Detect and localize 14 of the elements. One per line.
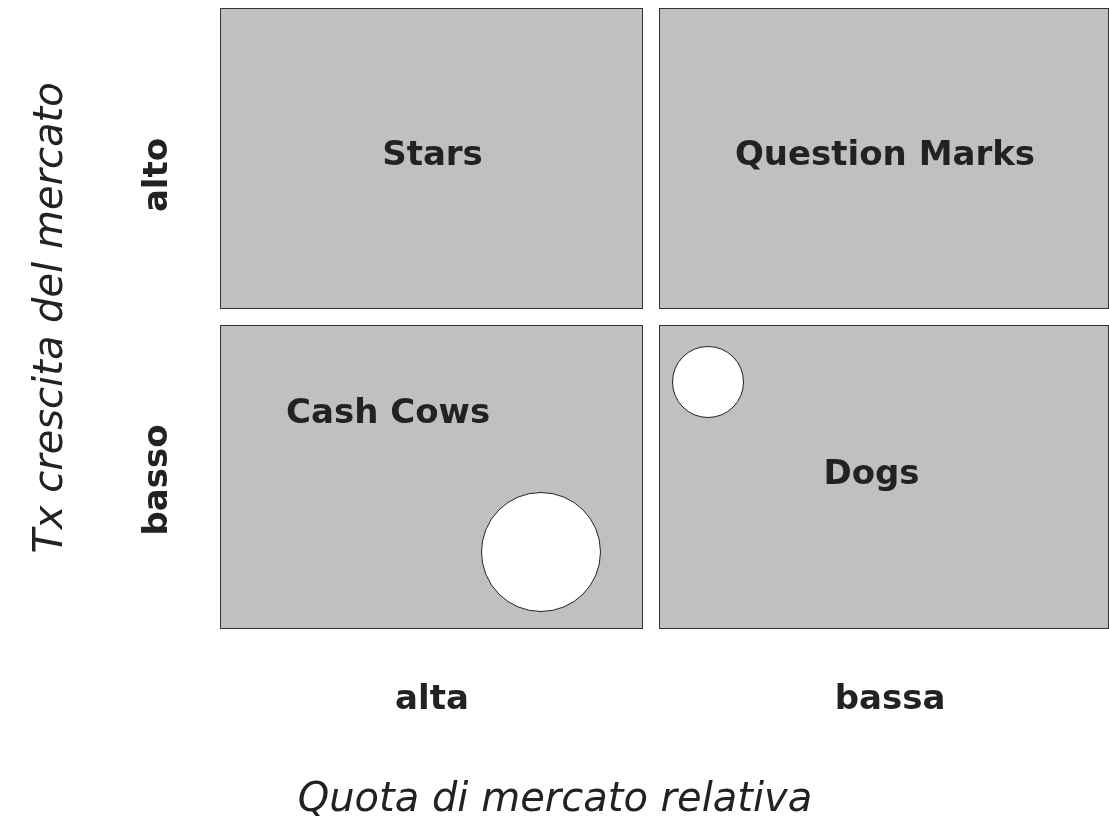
axis-level-label: basso [135, 424, 175, 536]
quadrant-title: Cash Cows [286, 391, 491, 432]
quadrant-box [220, 8, 643, 309]
quadrant-box [659, 8, 1109, 309]
quadrant-title: Stars [382, 133, 483, 174]
axis-level-label: bassa [834, 677, 946, 717]
quadrant-box [220, 325, 643, 629]
axis-level-label: alto [135, 137, 175, 213]
quadrant-box [659, 325, 1109, 629]
axis-title: Tx crescita del mercato [25, 82, 71, 554]
axis-title: Quota di mercato relativa [297, 774, 813, 820]
axis-level-label: alta [395, 677, 469, 717]
quadrant-title: Question Marks [734, 133, 1036, 174]
quadrant-title: Dogs [823, 451, 920, 492]
